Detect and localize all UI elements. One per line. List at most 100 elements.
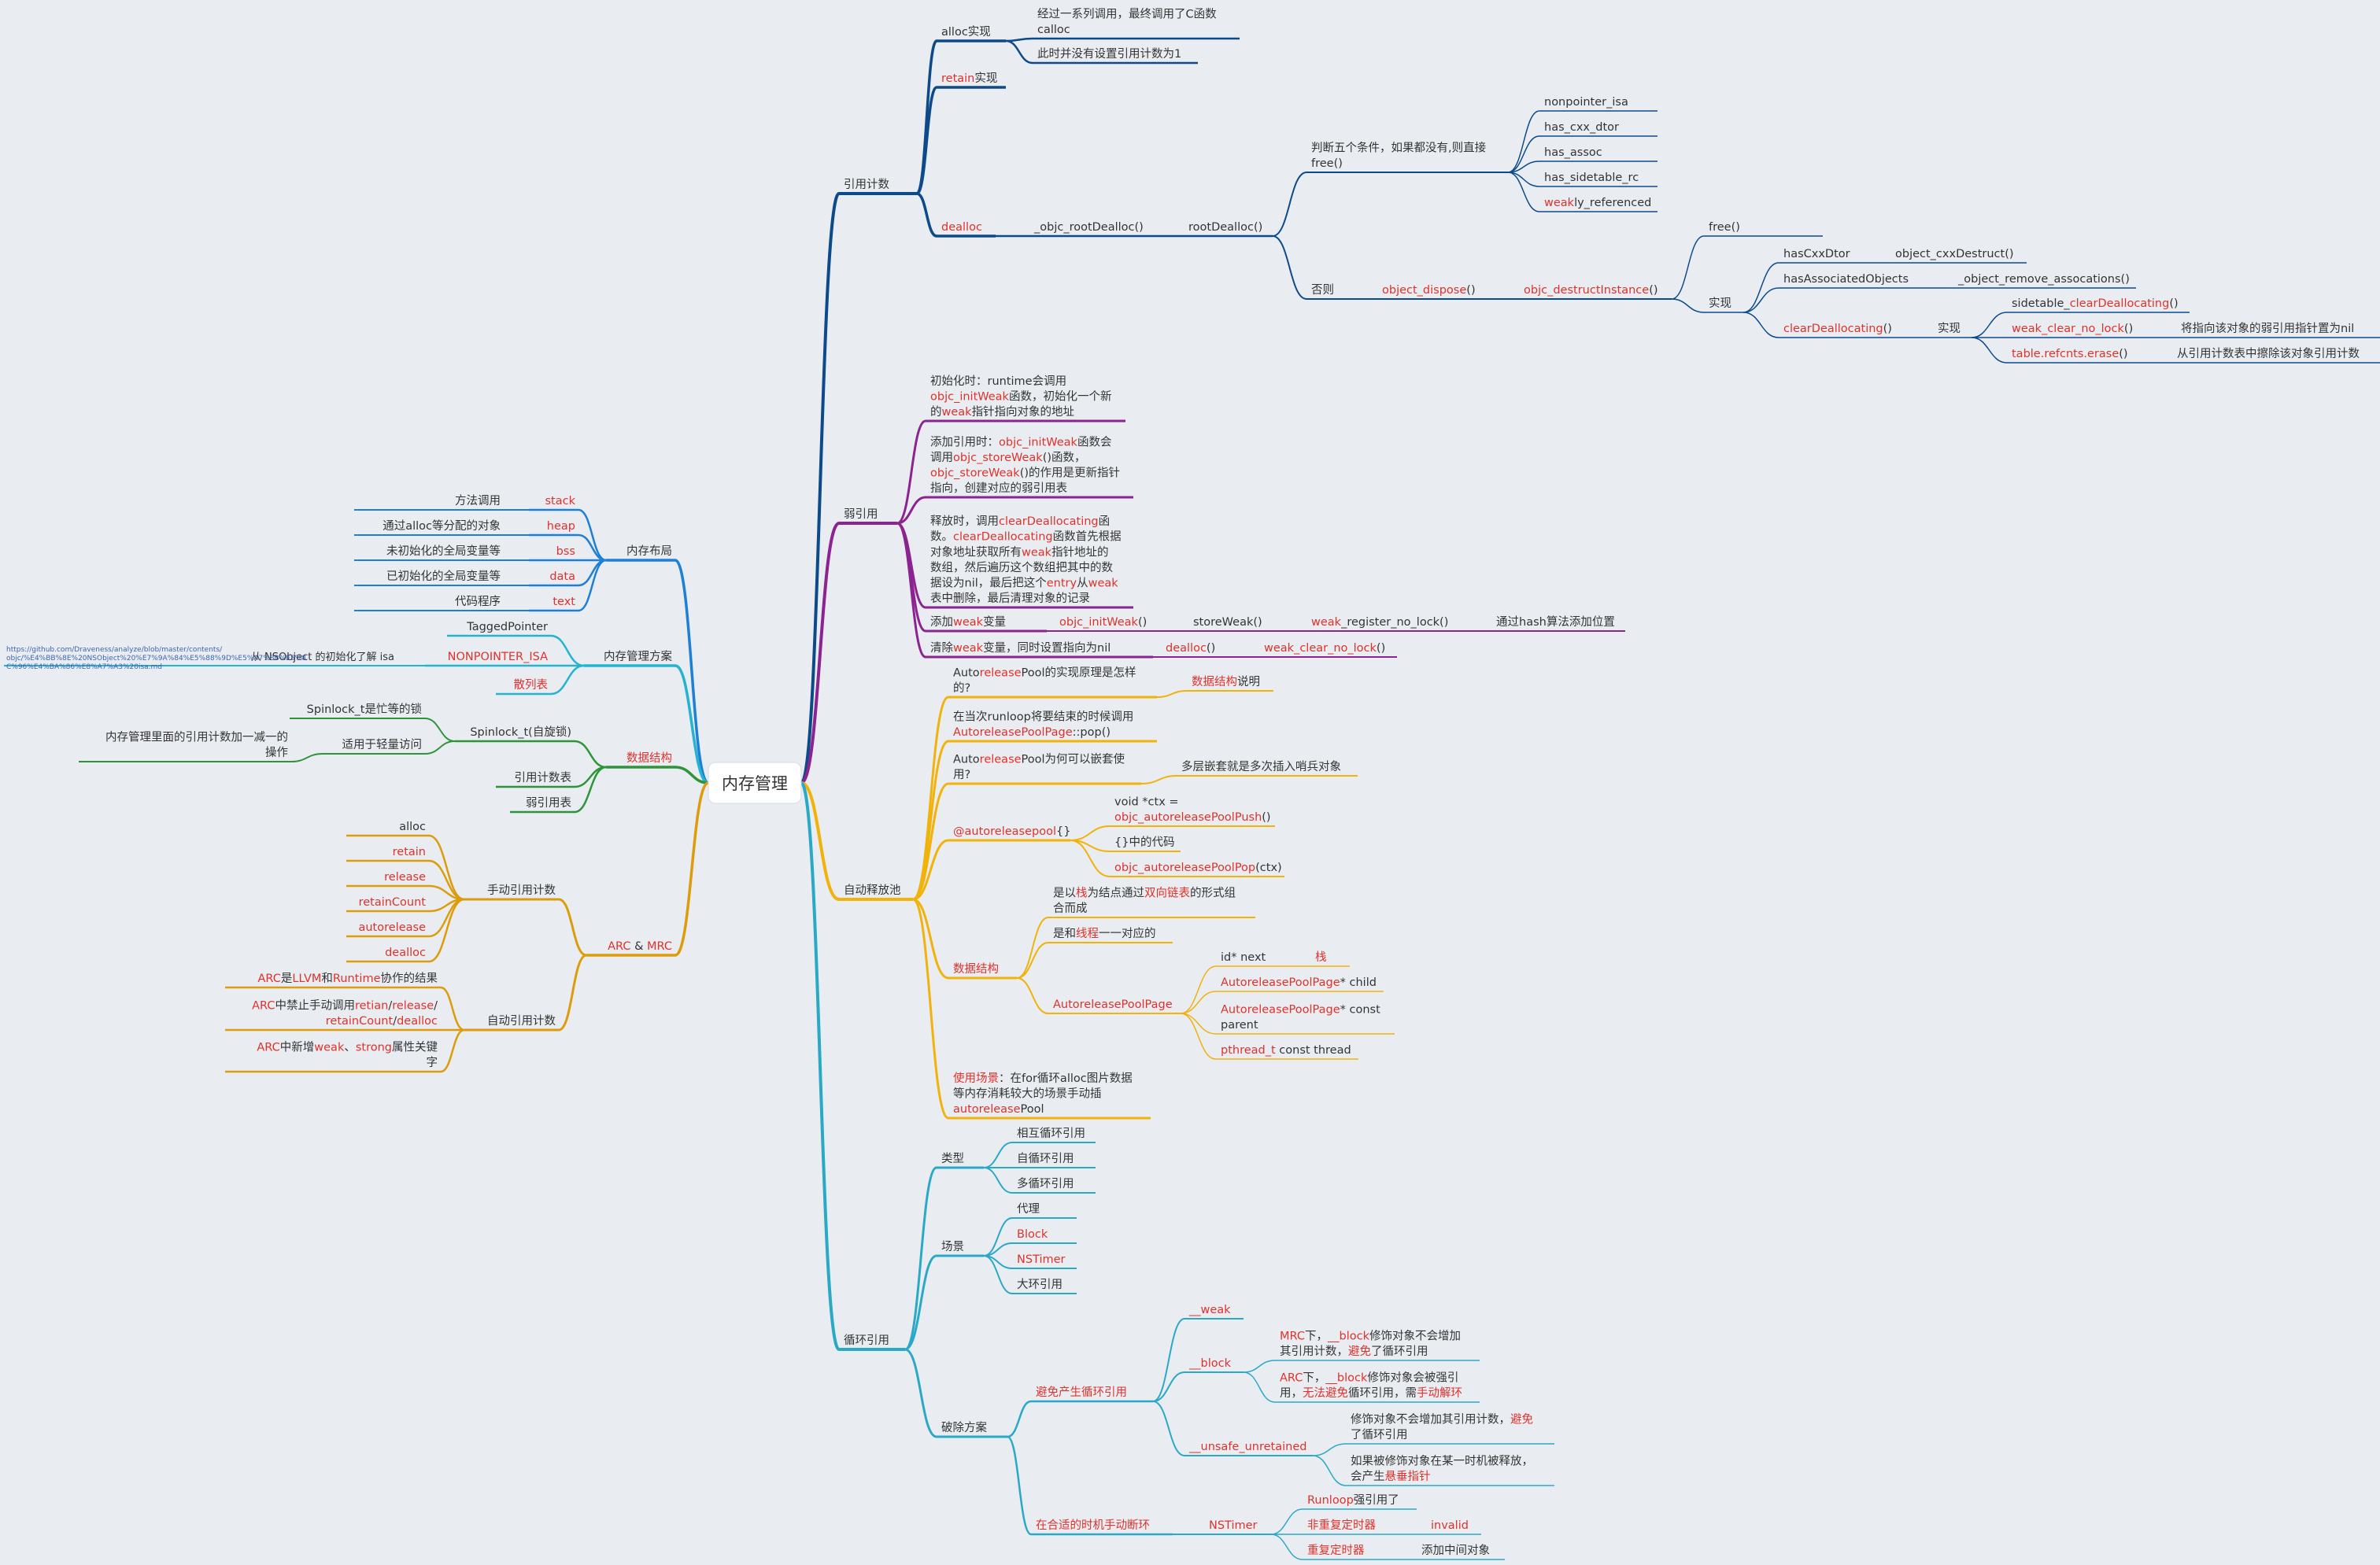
node-weak-clear[interactable]: weak_clear_no_lock() [2012,323,2133,335]
node-isa-link[interactable]: https://github.com/Draveness/analyze/blo… [6,646,306,671]
node-unsafe-unretained[interactable]: __unsafe_unretained [1188,1441,1306,1453]
node-retain-impl[interactable]: retain实现 [941,72,997,85]
node-segment-desc[interactable]: 代码程序 [455,595,501,608]
node-block-kw[interactable]: __block [1188,1357,1232,1370]
node-storeweak[interactable]: storeWeak() [1193,616,1262,629]
branch-cycle[interactable]: 循环引用 [844,1334,889,1347]
node-thread[interactable]: pthread_t const thread [1221,1044,1351,1057]
branch-mm-scheme[interactable]: 内存管理方案 [604,649,672,663]
node-weak-table[interactable]: 弱引用表 [526,796,571,810]
node-erase-refcount[interactable]: 从引用计数表中擦除该对象引用计数 [2177,347,2360,360]
node-weak-release[interactable]: 释放时，调用clearDeallocating函数。clearDeallocat… [930,515,1122,605]
node-impl[interactable]: 实现 [1709,297,1731,310]
node-clear-weak-var[interactable]: 清除weak变量，同时设置指向为nil [930,641,1111,655]
node-middle-obj[interactable]: 添加中间对象 [1421,1544,1490,1557]
node-segment[interactable]: stack [545,495,576,508]
node-segment[interactable]: data [549,570,575,583]
node-condition[interactable]: has_sidetable_rc [1544,172,1639,184]
node-alloc[interactable]: alloc实现 [941,25,991,39]
node-arc-block[interactable]: ARC下，__block修饰对象会被强引用，无法避免循环引用，需手动解环 [1280,1371,1462,1400]
node-weak-clear-no-lock[interactable]: weak_clear_no_lock() [1264,642,1385,655]
node-clear-deallocating[interactable]: clearDeallocating() [1783,323,1892,335]
node-rootdealloc[interactable]: rootDealloc() [1188,221,1262,234]
node-arc[interactable]: 自动引用计数 [487,1014,556,1028]
node-avoid-cycle[interactable]: 避免产生循环引用 [1036,1386,1127,1399]
node-dealloc[interactable]: dealloc [941,221,982,234]
node-scene[interactable]: 场景 [941,1240,964,1253]
node-cycle-scene[interactable]: NSTimer [1017,1253,1066,1266]
node-cycle-type[interactable]: 自循环引用 [1017,1152,1074,1165]
node-refcnts-erase[interactable]: table.refcnts.erase() [2012,348,2128,360]
node-breaking[interactable]: 破除方案 [941,1420,987,1434]
branch-refcount[interactable]: 引用计数 [844,178,889,191]
node-invalid[interactable]: invalid [1431,1519,1469,1532]
branch-autoreleasepool[interactable]: 自动释放池 [844,884,901,897]
node-cycle-scene[interactable]: 大环引用 [1017,1278,1062,1291]
node-mrc-method[interactable]: retainCount [359,896,427,909]
node-refcount-table[interactable]: 引用计数表 [515,771,572,784]
node-free[interactable]: free() [1709,221,1740,234]
node-hasassoc[interactable]: hasAssociatedObjects [1783,273,1909,286]
node-cycle-type[interactable]: 相互循环引用 [1017,1127,1085,1140]
node-non-repeat[interactable]: 非重复定时器 [1307,1518,1376,1532]
node-set-nil[interactable]: 将指向该对象的弱引用指针置为nil [2181,322,2354,335]
node-cycle-scene[interactable]: 代理 [1017,1202,1040,1216]
node-impl-2[interactable]: 实现 [1938,322,1961,335]
node-condition[interactable]: nonpointer_isa [1544,96,1628,109]
node-segment-desc[interactable]: 未初始化的全局变量等 [386,544,501,558]
node-object-dispose[interactable]: object_dispose() [1382,284,1476,297]
node-sidetable-clear[interactable]: sidetable_clearDeallocating() [2012,297,2179,310]
node-ds-desc[interactable]: 数据结构说明 [1192,675,1260,688]
node-nstimer[interactable]: NSTimer [1209,1519,1258,1532]
node-spinlock[interactable]: Spinlock_t(自旋锁) [470,725,571,739]
node-dealloc-weak[interactable]: dealloc() [1166,642,1215,655]
root-node[interactable]: 内存管理 [708,762,802,804]
node-condition[interactable]: weakly_referenced [1544,197,1651,209]
node-condition[interactable]: has_cxx_dtor [1544,121,1619,134]
branch-memory-layout[interactable]: 内存布局 [626,544,672,558]
node-destruct-instance[interactable]: objc_destructInstance() [1524,284,1658,297]
node-type[interactable]: 类型 [941,1152,964,1165]
node-arc-keywords[interactable]: ARC中新增weak、strong属性关键字 [257,1040,438,1069]
node-no-refcount[interactable]: 此时并没有设置引用计数为1 [1037,47,1181,61]
node-arc-forbid[interactable]: ARC中禁止手动调用retian/release/retainCount/dea… [252,998,438,1028]
node-objc-rootdealloc[interactable]: _objc_rootDealloc() [1033,221,1144,234]
node-objc-initweak[interactable]: objc_initWeak() [1059,616,1147,629]
node-data-structure[interactable]: 数据结构 [953,962,999,976]
node-cycle-type[interactable]: 多循环引用 [1017,1177,1074,1190]
node-segment[interactable]: bss [556,545,575,558]
node-mrc-method[interactable]: release [384,871,426,884]
node-segment-desc[interactable]: 已初始化的全局变量等 [386,569,501,583]
node-remove-assoc[interactable]: _object_remove_assocations() [1957,273,2130,286]
node-thread-map[interactable]: 是和线程一一对应的 [1053,926,1156,940]
node-next[interactable]: id* next [1221,951,1266,964]
node-otherwise[interactable]: 否则 [1311,283,1334,297]
node-mrc-method[interactable]: alloc [399,821,426,833]
node-pool-page[interactable]: AutoreleasePoolPage [1053,998,1173,1011]
node-unsafe-avoid[interactable]: 修饰对象不会增加其引用计数，避免了循环引用 [1351,1412,1533,1441]
node-nonpointer-isa[interactable]: NONPOINTER_ISA [448,651,548,663]
node-cycle-scene[interactable]: Block [1017,1228,1048,1241]
node-light-access[interactable]: 适用于轻量访问 [342,738,423,751]
node-sentinel[interactable]: 多层嵌套就是多次插入哨兵对象 [1181,760,1341,773]
node-hash-add[interactable]: 通过hash算法添加位置 [1496,615,1615,629]
node-manual-break[interactable]: 在合适的时机手动断环 [1036,1519,1150,1532]
node-hascxxdtor[interactable]: hasCxxDtor [1783,248,1850,260]
node-cxxdestruct[interactable]: object_cxxDestruct() [1895,248,2014,260]
node-tagged-pointer[interactable]: TaggedPointer [466,621,548,633]
node-mrc-method[interactable]: retain [393,846,426,858]
node-autoreleasepool-block[interactable]: @autoreleasepool{} [953,825,1070,838]
branch-arc-mrc[interactable]: ARC & MRC [608,940,672,953]
node-block-code[interactable]: {}中的代码 [1114,836,1174,849]
node-weak-register[interactable]: weak_register_no_lock() [1311,616,1448,629]
node-segment-desc[interactable]: 方法调用 [455,494,501,508]
node-arc-llvm[interactable]: ARC是LLVM和Runtime协作的结果 [258,972,438,985]
node-dangling[interactable]: 如果被修饰对象在某一时机被释放，会产生悬垂指针 [1351,1454,1533,1483]
node-add-weak-var[interactable]: 添加weak变量 [930,615,1006,629]
